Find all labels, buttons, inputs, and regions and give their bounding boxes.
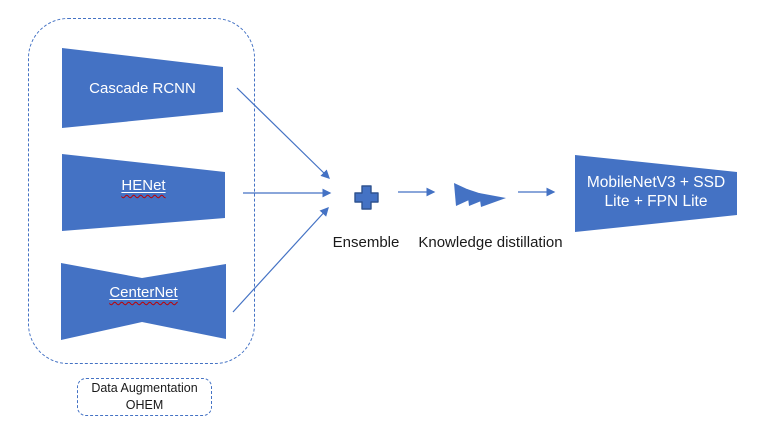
data-augmentation-ohem-box: Data Augmentation OHEM [77, 378, 212, 416]
student-model-label: MobileNetV3 + SSD Lite + FPN Lite [586, 174, 726, 211]
centernet-label: CenterNet [109, 284, 178, 301]
centernet-shape [61, 263, 226, 340]
shrinking-triangles-icon [454, 183, 506, 207]
knowledge-distillation-label: Knowledge distillation [418, 234, 563, 251]
plus-icon [354, 185, 379, 210]
arrow-cascade-to-ensemble [236, 87, 330, 179]
student-model-shape [575, 155, 737, 232]
arrow-centernet-to-ensemble [232, 207, 329, 313]
henet-shape [62, 154, 225, 231]
cascade-rcnn-label: Cascade RCNN [89, 80, 196, 97]
cascade-rcnn-shape [62, 48, 223, 128]
henet-label: HENet [121, 177, 166, 194]
teacher-models-group-border [28, 18, 255, 364]
ensemble-label: Ensemble [332, 234, 400, 251]
data-augmentation-ohem-label: Data Augmentation OHEM [91, 381, 198, 412]
